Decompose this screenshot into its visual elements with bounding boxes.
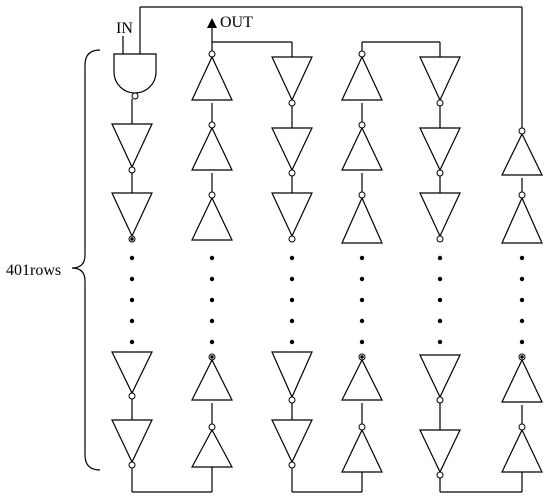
ellipsis-dot: [129, 255, 135, 261]
inverter-up: [341, 55, 383, 101]
inverter-up: [190, 428, 234, 468]
inverter-up: [501, 358, 543, 403]
inverter-up: [191, 196, 233, 241]
node-bubble: [518, 191, 526, 199]
inverter-array: [111, 50, 543, 479]
ellipsis-dot: [209, 276, 215, 282]
ellipsis-dot: [359, 276, 365, 282]
ellipsis-dot: [129, 297, 135, 303]
ellipsis-dot: [519, 297, 525, 303]
node-bubble: [436, 169, 444, 177]
inverter-up: [501, 132, 543, 176]
inverter-down: [271, 56, 313, 102]
node-bubble: [128, 461, 136, 469]
ellipsis-dot: [519, 339, 525, 345]
inverter-up: [191, 55, 233, 101]
inverter-up: [341, 126, 383, 171]
inverter-up: [191, 358, 233, 401]
ellipsis-dot: [359, 339, 365, 345]
node-bubble: [128, 392, 136, 400]
node-bubble: [288, 235, 296, 243]
ellipsis-dot: [359, 297, 365, 303]
rows-label: 401rows: [6, 262, 61, 279]
node-bubble: [358, 50, 366, 58]
node-dot: [130, 237, 134, 241]
node-bubble: [436, 396, 444, 404]
inverter-down: [419, 127, 461, 172]
ellipsis-dots: [129, 255, 525, 345]
inverter-down: [419, 429, 461, 474]
inverter-down: [271, 351, 313, 399]
inverter-down: [111, 351, 153, 395]
inverter-down: [271, 192, 313, 238]
node-bubble: [288, 396, 296, 404]
output-label: OUT: [220, 14, 253, 31]
node-dot: [520, 355, 524, 359]
inverter-up: [501, 428, 543, 473]
ellipsis-dot: [129, 339, 135, 345]
node-bubble: [436, 235, 444, 243]
node-bubble: [518, 423, 526, 431]
node-bubble: [288, 169, 296, 177]
inverter-up: [341, 358, 383, 401]
wiring: [131, 6, 523, 493]
inverter-down: [271, 127, 313, 172]
nand-gate: [113, 7, 157, 100]
node-bubble: [436, 471, 444, 479]
node-bubble: [518, 127, 526, 135]
ellipsis-dot: [209, 339, 215, 345]
ellipsis-dot: [289, 339, 295, 345]
inverter-down: [419, 354, 461, 399]
node-dot: [360, 355, 364, 359]
node-bubble: [128, 166, 136, 174]
node-bubble: [208, 50, 216, 58]
ellipsis-dot: [209, 255, 215, 261]
inverter-down: [271, 419, 313, 464]
node-bubble: [208, 191, 216, 199]
ellipsis-dot: [519, 255, 525, 261]
ellipsis-dot: [437, 255, 443, 261]
ellipsis-dot: [289, 318, 295, 324]
node-bubble: [358, 423, 366, 431]
ellipsis-dot: [437, 276, 443, 282]
ellipsis-dot: [289, 255, 295, 261]
ellipsis-dot: [129, 276, 135, 282]
input-label: IN: [116, 20, 133, 37]
ellipsis-dot: [209, 318, 215, 324]
node-bubble: [288, 99, 296, 107]
node-dot: [210, 355, 214, 359]
inverter-down: [419, 56, 461, 102]
inverter-up: [501, 196, 543, 244]
ellipsis-dot: [359, 255, 365, 261]
ellipsis-dot: [359, 318, 365, 324]
inverter-up: [191, 126, 233, 171]
ellipsis-dot: [289, 276, 295, 282]
node-bubble: [358, 191, 366, 199]
node-bubble: [358, 121, 366, 129]
inverter-down: [419, 192, 461, 238]
ellipsis-dot: [519, 276, 525, 282]
ellipsis-dot: [437, 318, 443, 324]
ellipsis-dot: [289, 297, 295, 303]
ellipsis-dot: [129, 318, 135, 324]
node-bubble: [288, 461, 296, 469]
node-bubble: [208, 121, 216, 129]
inverter-up: [341, 428, 383, 473]
output-arrow-icon: [207, 18, 217, 28]
node-bubble: [208, 423, 216, 431]
ellipsis-dot: [209, 297, 215, 303]
ellipsis-dot: [437, 297, 443, 303]
inverter-down: [111, 419, 153, 464]
ellipsis-dot: [519, 318, 525, 324]
inverter-up: [341, 196, 383, 244]
ellipsis-dot: [437, 339, 443, 345]
rows-brace: [71, 49, 101, 471]
node-bubble: [436, 99, 444, 107]
inverter-down: [111, 123, 153, 169]
inverter-down: [111, 192, 153, 238]
